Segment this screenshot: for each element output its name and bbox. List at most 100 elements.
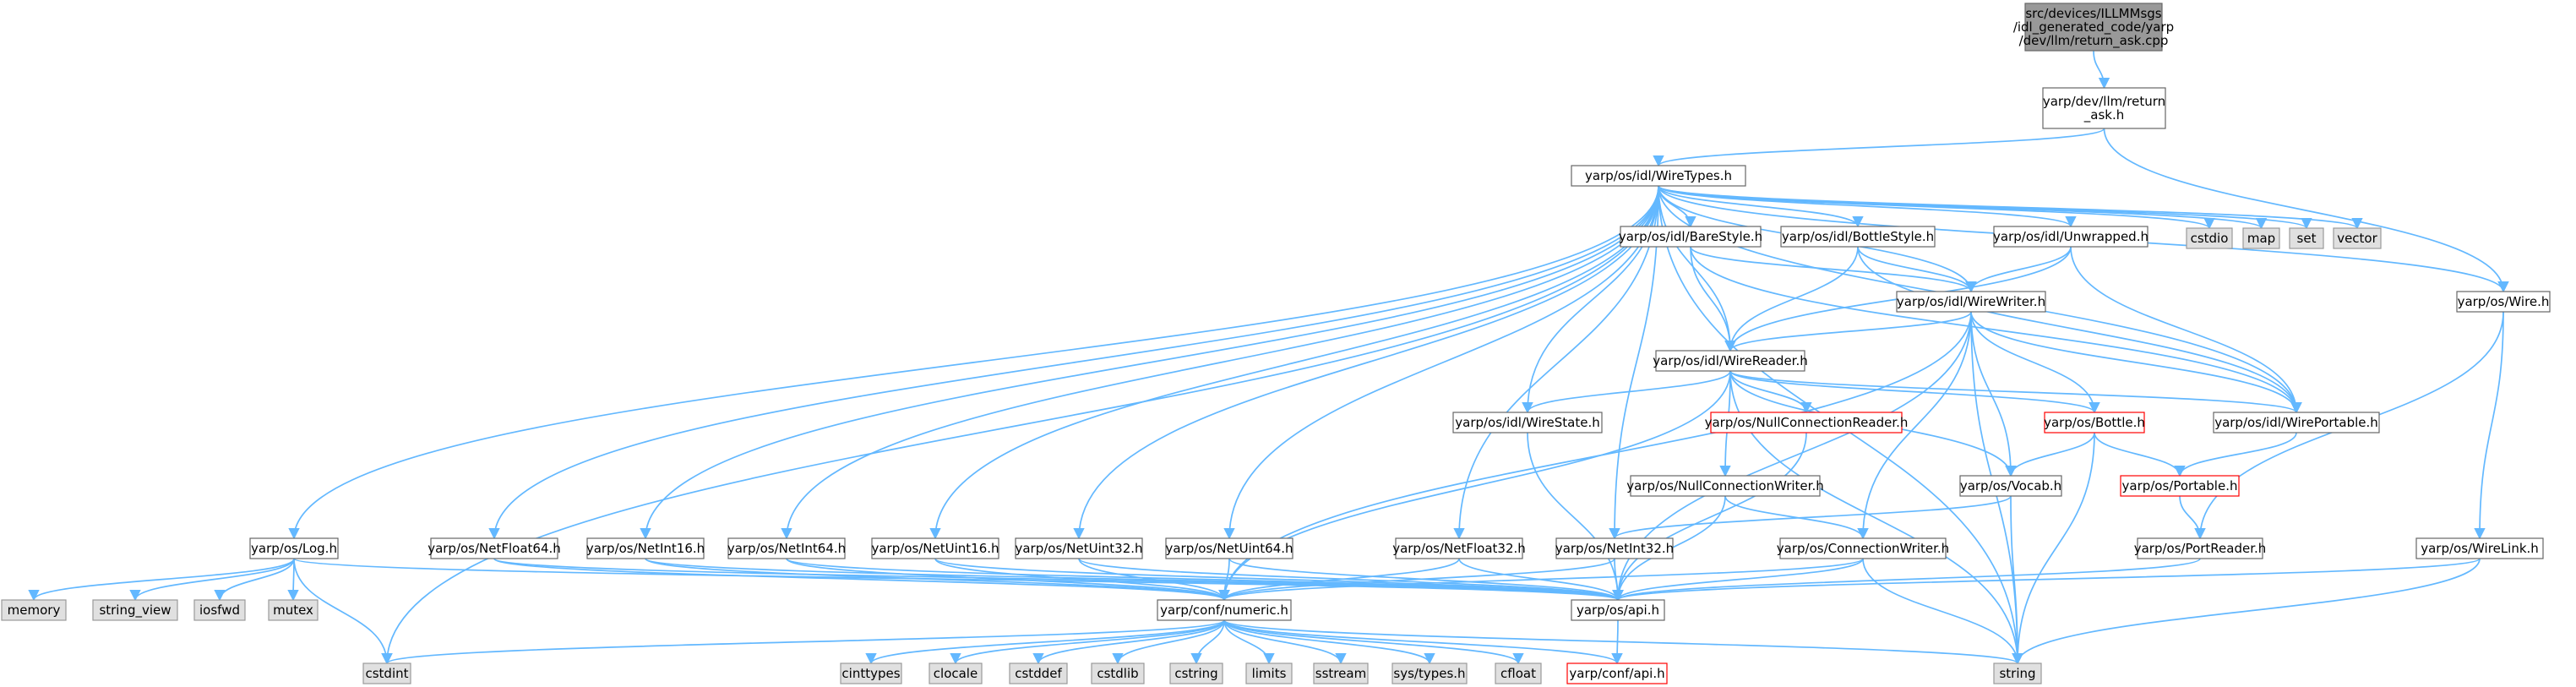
edge-log-to-memory [28, 558, 295, 602]
node-mutex-label: mutex [273, 602, 313, 618]
node-wirewriter[interactable]: yarp/os/idl/WireWriter.h [1896, 291, 2046, 313]
edge-wiretypes-to-set [1658, 185, 2312, 230]
node-connwriter[interactable]: yarp/os/ConnectionWriter.h [1777, 537, 1949, 559]
node-numeric[interactable]: yarp/conf/numeric.h [1157, 599, 1292, 621]
node-nullreader[interactable]: yarp/os/NullConnectionReader.h [1705, 412, 1909, 433]
node-netint32-box [1555, 537, 1674, 559]
edge-netfloat32-to-numeric [1218, 558, 1460, 602]
edge-numeric-to-cinttypes [865, 619, 1225, 665]
node-netint32[interactable]: yarp/os/NetInt32.h [1555, 537, 1674, 559]
edge-numeric-to-limits [1223, 619, 1275, 665]
edge-bottle-to-string [2012, 432, 2095, 665]
node-wireportable-label: yarp/os/idl/WirePortable.h [2214, 415, 2378, 430]
node-cstdint-label: cstdint [365, 666, 408, 681]
node-wirewriter-box [1896, 291, 2046, 313]
edge-portreader-to-osapi [1612, 558, 2201, 602]
node-cstdlib-box [1091, 662, 1145, 684]
edge-wirereader-to-wireportable [1729, 370, 2302, 414]
node-bottlestyle[interactable]: yarp/os/idl/BottleStyle.h [1780, 226, 1936, 248]
node-bottle-label: yarp/os/Bottle.h [2044, 415, 2145, 430]
node-netuint32-label: yarp/os/NetUint32.h [1015, 541, 1142, 556]
node-portable[interactable]: yarp/os/Portable.h [2120, 475, 2240, 497]
node-netuint16[interactable]: yarp/os/NetUint16.h [871, 537, 999, 559]
edge-numeric-to-string [1223, 619, 2023, 665]
node-bottle[interactable]: yarp/os/Bottle.h [2044, 412, 2145, 433]
node-cstdio-box [2186, 227, 2233, 249]
node-wirelink[interactable]: yarp/os/WireLink.h [2415, 537, 2544, 559]
edge-unwrapped-to-wirewriter [1965, 246, 2072, 293]
edge-wiretypes-to-cstdio [1658, 185, 2215, 230]
node-osapi[interactable]: yarp/os/api.h [1571, 599, 1665, 621]
node-netfloat64[interactable]: yarp/os/NetFloat64.h [428, 537, 561, 559]
edge-netint64-to-osapi [786, 558, 1624, 602]
edge-netint16-to-osapi [645, 558, 1624, 602]
edge-root-to-return_ask_h [2093, 50, 2110, 90]
node-cstdint: cstdint [362, 662, 411, 684]
node-netint16[interactable]: yarp/os/NetInt16.h [586, 537, 705, 559]
node-wirewriter-label: yarp/os/idl/WireWriter.h [1897, 294, 2045, 309]
node-netfloat32[interactable]: yarp/os/NetFloat32.h [1392, 537, 1526, 559]
node-portreader[interactable]: yarp/os/PortReader.h [2134, 537, 2267, 559]
node-netfloat32-label: yarp/os/NetFloat32.h [1392, 541, 1526, 556]
node-wiretypes[interactable]: yarp/os/idl/WireTypes.h [1571, 165, 1746, 187]
edge-wirereader-to-bottle [1729, 370, 2100, 414]
node-wireportable[interactable]: yarp/os/idl/WirePortable.h [2213, 412, 2380, 433]
node-barestyle[interactable]: yarp/os/idl/BareStyle.h [1619, 226, 1762, 248]
node-netint32-label: yarp/os/NetInt32.h [1555, 541, 1674, 556]
node-netuint32-box [1015, 537, 1143, 559]
node-unwrapped[interactable]: yarp/os/idl/Unwrapped.h [1993, 226, 2148, 248]
edge-numeric-to-sstream [1223, 619, 1347, 665]
node-sstream-box [1313, 662, 1369, 684]
node-return_ask_h-box [2042, 87, 2166, 129]
node-bottlestyle-label: yarp/os/idl/BottleStyle.h [1782, 229, 1934, 244]
node-nullwriter-label: yarp/os/NullConnectionWriter.h [1626, 478, 1823, 493]
node-netuint64-box [1165, 537, 1293, 559]
node-wire[interactable]: yarp/os/Wire.h [2456, 291, 2551, 313]
edge-wireportable-to-portable [2174, 432, 2297, 477]
node-clocale-box [929, 662, 983, 684]
node-systypes-label: sys/types.h [1393, 666, 1465, 681]
node-cinttypes: cinttypes [840, 662, 902, 684]
node-connwriter-box [1779, 537, 1947, 559]
node-set-label: set [2297, 231, 2317, 246]
node-netuint16-box [871, 537, 999, 559]
node-bottle-box [2044, 412, 2145, 433]
node-limits: limits [1245, 662, 1293, 684]
node-netfloat32-box [1395, 537, 1523, 559]
edge-wiretypes-to-netfloat32 [1453, 185, 1659, 540]
node-netuint64[interactable]: yarp/os/NetUint64.h [1165, 537, 1293, 559]
node-string_view-box [92, 599, 178, 621]
node-return_ask_h[interactable]: yarp/dev/llm/return_ask.h [2042, 87, 2166, 129]
edge-netint16-to-numeric [645, 558, 1230, 602]
node-confapi-box [1566, 662, 1668, 684]
node-nullwriter[interactable]: yarp/os/NullConnectionWriter.h [1626, 475, 1824, 497]
node-netfloat64-box [430, 537, 558, 559]
node-netint64[interactable]: yarp/os/NetInt64.h [727, 537, 846, 559]
edge-wiretypes-to-map [1658, 185, 2267, 230]
node-root-box [2024, 3, 2163, 52]
node-wirereader[interactable]: yarp/os/idl/WireReader.h [1653, 350, 1808, 372]
node-iosfwd: iosfwd [193, 599, 246, 621]
node-wirestate[interactable]: yarp/os/idl/WireState.h [1452, 412, 1603, 433]
node-unwrapped-box [1993, 226, 2148, 248]
node-wirestate-box [1452, 412, 1603, 433]
node-wirereader-box [1655, 350, 1805, 372]
edge-numeric-to-systypes [1223, 619, 1435, 665]
edge-wirestate-to-osapi [1527, 432, 1624, 602]
node-cfloat: cfloat [1495, 662, 1542, 684]
node-log[interactable]: yarp/os/Log.h [249, 537, 339, 559]
edge-connwriter-to-numeric [1218, 558, 1864, 602]
node-confapi[interactable]: yarp/conf/api.h [1566, 662, 1668, 684]
edge-log-to-cstdint [293, 558, 393, 665]
node-netint16-label: yarp/os/NetInt16.h [586, 541, 705, 556]
edge-barestyle-to-wirereader [1690, 246, 1736, 352]
node-wiretypes-box [1571, 165, 1746, 187]
edge-nullreader-to-osapi [1612, 432, 1807, 602]
node-vocab[interactable]: yarp/os/Vocab.h [1959, 475, 2062, 497]
node-netuint32[interactable]: yarp/os/NetUint32.h [1015, 537, 1143, 559]
node-connwriter-label: yarp/os/ConnectionWriter.h [1777, 541, 1949, 556]
edge-vocab-to-netint32 [1609, 495, 2012, 540]
node-netint16-box [586, 537, 705, 559]
edge-wirereader-to-nullreader [1729, 370, 1812, 414]
